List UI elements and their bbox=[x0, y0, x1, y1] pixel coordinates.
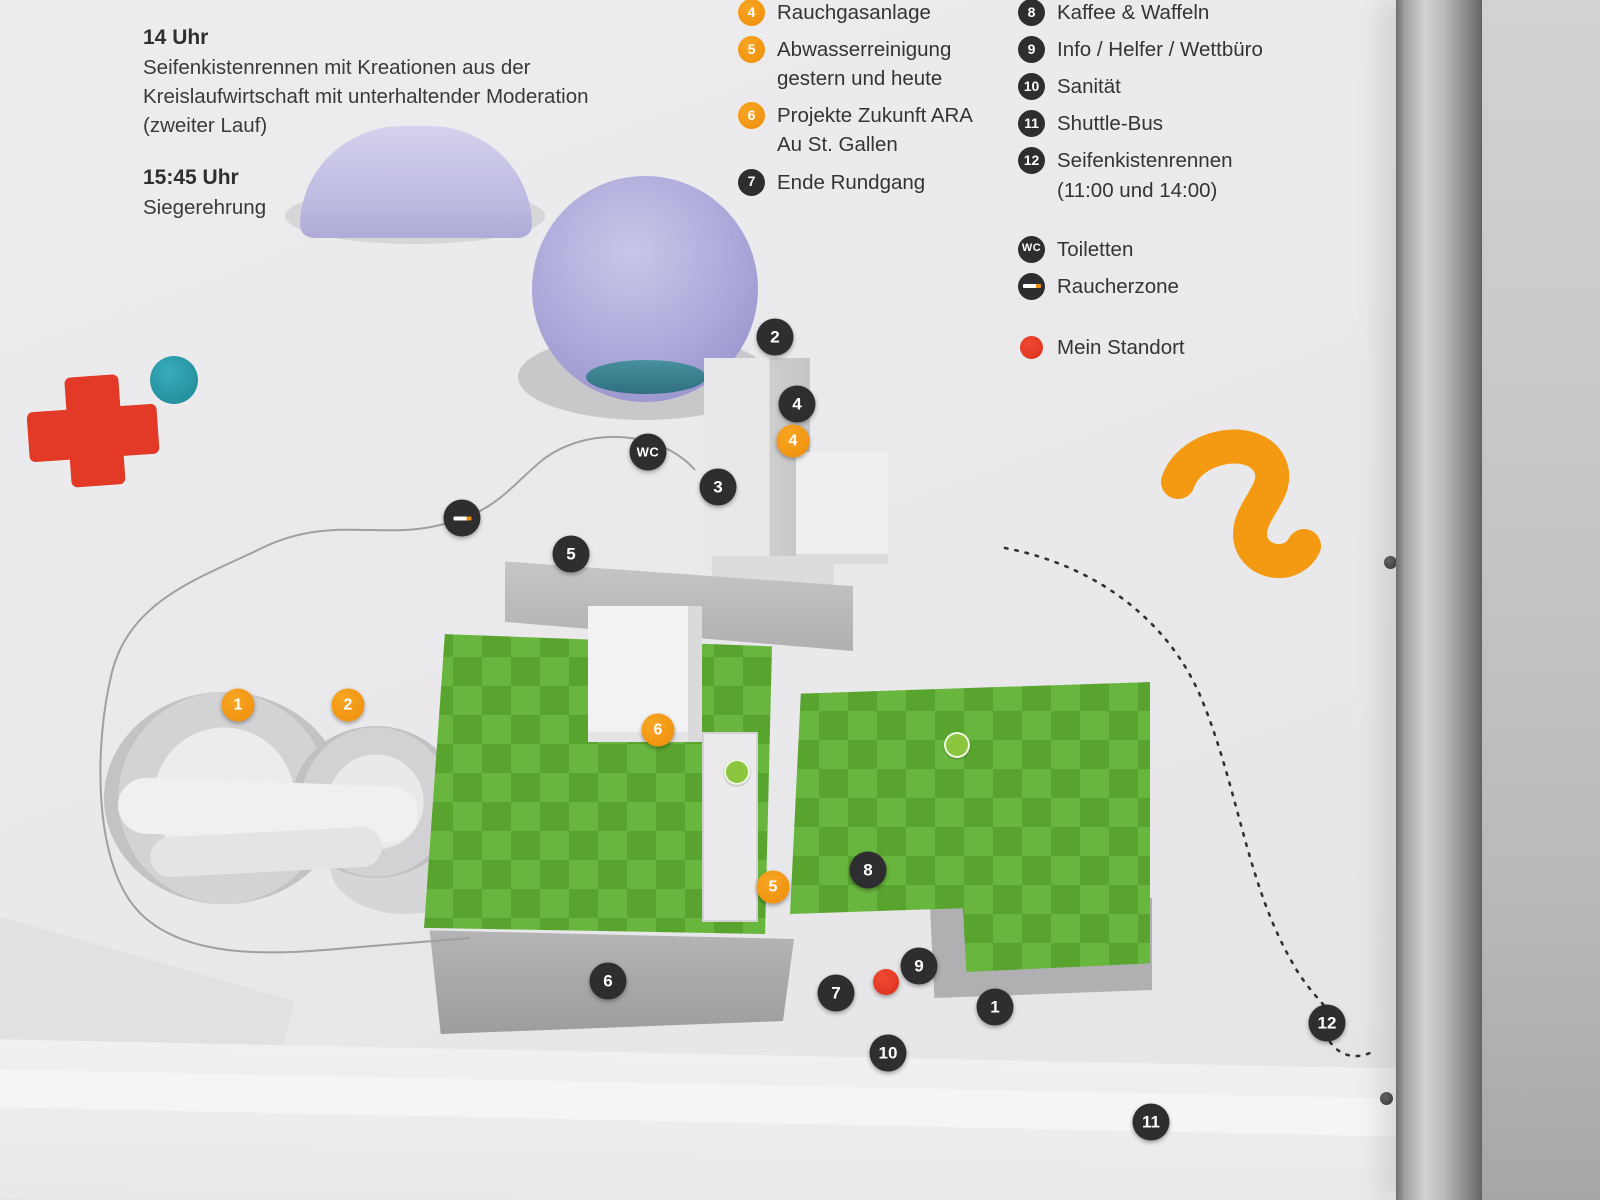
schedule-description-1: Seifenkistenrennen mit Kreationen aus de… bbox=[143, 56, 589, 138]
legend-marker-icon: 8 bbox=[1018, 0, 1045, 26]
cigarette-icon bbox=[453, 516, 471, 520]
sign-pole bbox=[1396, 0, 1482, 1200]
marker-label: 2 bbox=[343, 696, 353, 713]
legend-facility-label: Sanität bbox=[1057, 75, 1121, 99]
legend-marker-icon: 10 bbox=[1018, 73, 1045, 101]
marker-label: 8 bbox=[863, 860, 873, 879]
marker-label: 7 bbox=[831, 983, 841, 1002]
marker-label: 3 bbox=[713, 477, 723, 496]
map-marker-green bbox=[724, 759, 750, 785]
legend-tour-label: Abwasserreinigung gestern und heute bbox=[777, 38, 952, 91]
orange-squiggle bbox=[1161, 429, 1321, 578]
screw-icon bbox=[1384, 556, 1397, 569]
marker-label: 1 bbox=[233, 696, 243, 713]
cigarette-icon bbox=[1022, 284, 1041, 289]
marker-label: 9 bbox=[914, 956, 924, 975]
my-location-icon bbox=[1020, 335, 1043, 359]
legend-marker-icon: 5 bbox=[738, 36, 765, 64]
marker-label: 1 bbox=[990, 997, 1000, 1016]
map-marker-orange-4: 4 bbox=[776, 424, 810, 458]
legend-tour-row: 6 Projekte Zukunft ARA Au St. Gallen bbox=[738, 101, 978, 159]
legend-tour-row: 4 Rauchgasanlage bbox=[738, 0, 978, 27]
marker-label: WC bbox=[636, 444, 660, 460]
legend-facilities-column: 8 Kaffee & Waffeln 9 Info / Helfer / Wettbü… bbox=[1018, 0, 1308, 370]
legend-location-label: Mein Standort bbox=[1057, 335, 1185, 359]
map-marker-black-2: 2 bbox=[756, 318, 794, 356]
legend-tour-column: 4 Rauchgasanlage 5 Abwasserreinigung gester… bbox=[738, 0, 978, 205]
legend-symbol-label: Toiletten bbox=[1057, 237, 1134, 261]
legend-facility-row: 9 Info / Helfer / Wettbüro bbox=[1018, 35, 1308, 64]
legend-facility-label: Seifenkistenrennen (11:00 und 14:00) bbox=[1057, 149, 1233, 202]
teal-dot-logo bbox=[150, 356, 198, 404]
marker-label: 10 bbox=[878, 1043, 898, 1062]
legend-marker-icon: 12 bbox=[1018, 147, 1045, 175]
legend-tour-label: Ende Rundgang bbox=[777, 170, 926, 194]
background-wall bbox=[1482, 0, 1600, 1200]
legend-tour-label: Projekte Zukunft ARA Au St. Gallen bbox=[777, 104, 972, 157]
legend-facility-row: 12 Seifenkistenrennen (11:00 und 14:00) bbox=[1018, 146, 1308, 204]
legend-marker-icon: 4 bbox=[738, 0, 765, 26]
legend-facility-label: Info / Helfer / Wettbüro bbox=[1057, 38, 1263, 62]
legend-location-row: Mein Standort bbox=[1018, 333, 1308, 362]
legend-facility-row: 10 Sanität bbox=[1018, 72, 1308, 101]
legend-facility-label: Shuttle-Bus bbox=[1057, 112, 1163, 136]
marker-label: 11 bbox=[1142, 1112, 1160, 1131]
schedule-time-1: 14 Uhr bbox=[143, 26, 209, 49]
green-roof-east bbox=[790, 682, 1150, 972]
schedule-time-2: 15:45 Uhr bbox=[143, 166, 239, 190]
legend-marker-icon: 9 bbox=[1018, 36, 1045, 64]
map-marker-black-4: 4 bbox=[778, 385, 816, 423]
dotted-route-tail bbox=[1328, 1040, 1374, 1058]
legend-facility-label: Kaffee & Waffeln bbox=[1057, 1, 1210, 24]
map-marker-black-5: 5 bbox=[552, 535, 590, 573]
marker-label: 5 bbox=[768, 878, 778, 895]
legend-symbol-label: Raucherzone bbox=[1057, 274, 1179, 298]
legend-facility-row: 8 Kaffee & Waffeln bbox=[1018, 0, 1308, 27]
map-marker-black-6: 6 bbox=[589, 962, 627, 1000]
legend-symbol-row: WC Toiletten bbox=[1018, 235, 1308, 264]
marker-label: 12 bbox=[1317, 1013, 1337, 1032]
map-marker-orange-2: 2 bbox=[331, 688, 365, 722]
schedule-block: 14 Uhr Seifenkistenrennen mit Kreationen… bbox=[143, 26, 663, 248]
marker-label: 4 bbox=[788, 432, 798, 449]
map-marker-smoking bbox=[443, 499, 481, 537]
map-marker-black-9: 9 bbox=[900, 947, 938, 985]
map-marker-orange-5: 5 bbox=[756, 870, 790, 904]
wc-icon: WC bbox=[1018, 235, 1045, 263]
map-marker-wc-WC: WC bbox=[629, 433, 667, 471]
legend-symbol-row: Raucherzone bbox=[1018, 272, 1308, 301]
legend-marker-icon: 6 bbox=[738, 102, 765, 130]
smoking-icon bbox=[1018, 272, 1045, 300]
map-marker-black-3: 3 bbox=[699, 468, 737, 506]
schedule-description-2: Siegerehrung bbox=[143, 196, 267, 220]
marker-label: 2 bbox=[770, 327, 780, 346]
map-marker-orange-1: 1 bbox=[221, 688, 255, 722]
map-marker-location bbox=[873, 969, 899, 995]
marker-label: 4 bbox=[792, 394, 802, 413]
map-marker-black-8: 8 bbox=[849, 851, 887, 889]
legend-marker-icon: 11 bbox=[1018, 110, 1045, 138]
marker-label: 6 bbox=[603, 971, 613, 990]
marker-label: 6 bbox=[653, 721, 663, 738]
legend-tour-row: 7 Ende Rundgang bbox=[738, 168, 978, 197]
map-marker-black-1: 1 bbox=[976, 988, 1014, 1026]
map-marker-black-10: 10 bbox=[869, 1034, 907, 1072]
red-cross-horizontal bbox=[26, 403, 160, 463]
map-marker-black-7: 7 bbox=[817, 974, 855, 1012]
tank-water bbox=[586, 360, 706, 394]
map-marker-black-11: 11 bbox=[1132, 1103, 1170, 1141]
map-marker-green bbox=[944, 732, 970, 758]
screw-icon bbox=[1380, 1092, 1393, 1105]
map-marker-orange-6: 6 bbox=[641, 713, 675, 747]
legend-facility-row: 11 Shuttle-Bus bbox=[1018, 109, 1308, 138]
legend-facilities-list: 8 Kaffee & Waffeln 9 Info / Helfer / Wettbü… bbox=[1018, 0, 1308, 205]
legend-tour-label: Rauchgasanlage bbox=[777, 1, 931, 24]
map-marker-black-12: 12 bbox=[1308, 1004, 1346, 1042]
legend-marker-icon: 7 bbox=[738, 168, 765, 196]
marker-label: 5 bbox=[566, 544, 576, 563]
building-wing bbox=[796, 452, 888, 564]
legend-tour-row: 5 Abwasserreinigung gestern und heute bbox=[738, 35, 978, 93]
red-cross-logo bbox=[24, 372, 161, 493]
